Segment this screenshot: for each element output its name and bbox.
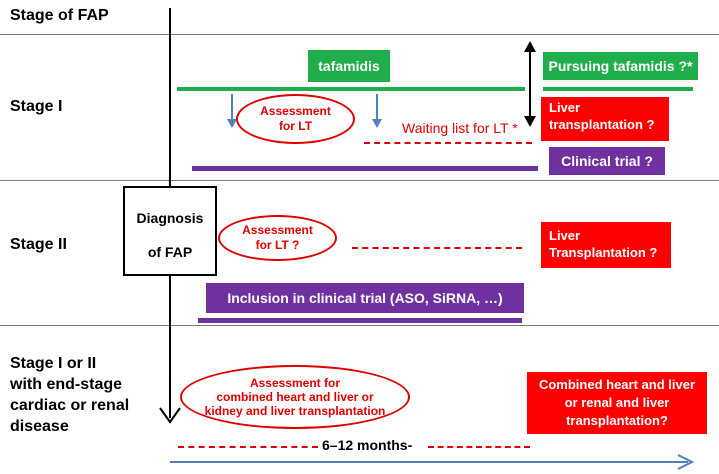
waiting-list-text: Waiting list for LT * xyxy=(402,120,518,136)
tafamidis-box: tafamidis xyxy=(308,50,390,82)
combined-transplantation-line-3: transplantation? xyxy=(566,413,668,428)
separator-1 xyxy=(0,34,719,35)
liver-transplantation-2-line-2: Transplantation ? xyxy=(549,245,658,260)
combined-assessment-line-1: Assessment for xyxy=(249,376,341,390)
liver-transplantation-2-line-1: Liver xyxy=(549,228,581,243)
duration-dash-left xyxy=(178,446,318,448)
assessment-lt-ellipse-2: Assessment for LT ? xyxy=(218,215,337,261)
combined-assessment-ellipse: Assessment for combined heart and liver … xyxy=(180,365,410,429)
combined-transplantation-line-2: or renal and liver xyxy=(564,395,670,410)
stage-1-label: Stage I xyxy=(10,98,63,115)
separator-2 xyxy=(0,180,719,181)
stage-3-line-2: with end-stage xyxy=(10,376,123,393)
double-arrow-bottom-head xyxy=(524,116,536,127)
stage-header-label: Stage of FAP xyxy=(10,7,109,24)
combined-assessment-line-2: combined heart and liver or xyxy=(216,390,374,404)
clinical-trial-box: Clinical trial ? xyxy=(549,147,665,175)
liver-transplantation-box-1: Liver transplantation ? xyxy=(541,97,669,141)
assessment-lt-ellipse: Assessment for LT xyxy=(236,94,355,144)
separator-3 xyxy=(0,325,719,326)
stage-2-label: Stage II xyxy=(10,236,67,253)
stage-3-line-3: cardiac or renal xyxy=(10,397,130,414)
assessment-lt-2-line-1: Assessment xyxy=(242,223,313,237)
duration-label: 6–12 months- xyxy=(322,437,413,453)
stage-3-label: Stage I or II with end-stage cardiac or … xyxy=(10,353,129,437)
stage2-dash xyxy=(352,247,522,249)
liver-transplantation-1-line-1: Liver xyxy=(549,100,581,115)
combined-transplantation-line-1: Combined heart and liver xyxy=(538,377,696,392)
stage-3-line-4: disease xyxy=(10,418,69,435)
pursuing-tafamidis-box: Pursuing tafamidis ?* xyxy=(543,52,698,80)
assessment-lt-line-2: for LT xyxy=(278,119,313,133)
diagnosis-box: Diagnosis of FAP xyxy=(123,186,217,276)
vertical-timeline-arrowhead xyxy=(159,407,181,424)
duration-dash-right xyxy=(428,446,530,448)
liver-transplantation-1-line-2: transplantation ? xyxy=(549,117,655,132)
inclusion-clinical-trial-bar xyxy=(198,318,522,323)
combined-assessment-line-3: kidney and liver transplantation xyxy=(204,404,386,418)
inclusion-clinical-trial-box: Inclusion in clinical trial (ASO, SiRNA,… xyxy=(206,283,524,313)
clinical-trial-bar xyxy=(192,166,538,171)
double-arrow-top-head xyxy=(524,41,536,52)
pursuing-tafamidis-bar xyxy=(543,87,693,91)
diagnosis-line-2: of FAP xyxy=(147,244,193,260)
tafamidis-bar xyxy=(177,87,525,91)
assessment-lt-2-line-2: for LT ? xyxy=(255,238,300,252)
combined-transplantation-box: Combined heart and liver or renal and li… xyxy=(527,372,707,434)
waiting-list-dash xyxy=(364,142,532,144)
diagnosis-line-1: Diagnosis xyxy=(136,210,204,226)
blue-down-arrow-right-head xyxy=(372,119,382,128)
blue-down-arrow-left-head xyxy=(227,119,237,128)
stage-3-line-1: Stage I or II xyxy=(10,355,97,372)
time-axis-arrowhead xyxy=(677,454,695,470)
assessment-lt-line-1: Assessment xyxy=(260,104,331,118)
liver-transplantation-box-2: Liver Transplantation ? xyxy=(541,222,671,268)
